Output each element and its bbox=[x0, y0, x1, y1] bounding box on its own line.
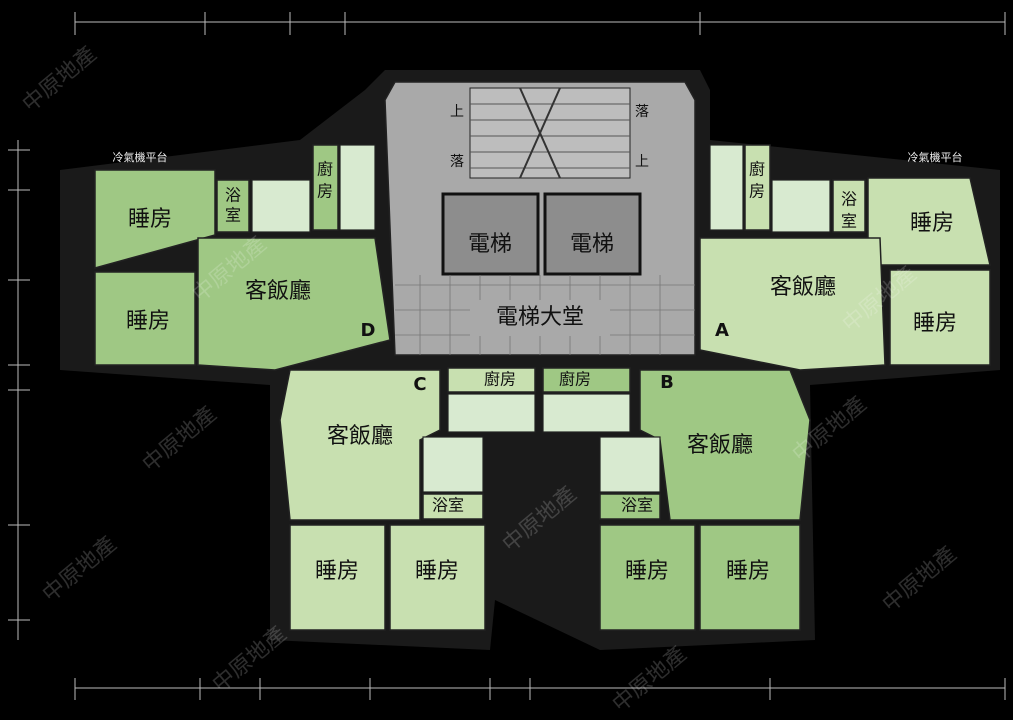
lift-right bbox=[543, 192, 642, 276]
watermark-9: 中原地產 bbox=[608, 642, 691, 718]
unit-a-ac-platform: 冷氣機平台 bbox=[908, 150, 963, 164]
watermark-10: 中原地產 bbox=[208, 622, 291, 698]
unit-b-bedroom-2: 睡房 bbox=[726, 559, 770, 584]
central-core: 上 落 落 上 電梯 電梯 電梯大堂 bbox=[384, 81, 696, 356]
unit-a-living-dining: 客飯廳 bbox=[770, 275, 836, 300]
unit-a-bedroom-1: 睡房 bbox=[910, 211, 954, 236]
unit-c-living-dining: 客飯廳 bbox=[327, 424, 393, 449]
stair-up-label-2: 上 bbox=[635, 154, 649, 170]
unit-d-living-dining: 客飯廳 bbox=[245, 279, 311, 304]
unit-b-living-dining: 客飯廳 bbox=[687, 433, 753, 458]
unit-d-letter: D bbox=[361, 320, 376, 341]
unit-c-bedroom-2: 睡房 bbox=[415, 559, 459, 584]
unit-d-kitchen-top: 廚 bbox=[317, 160, 333, 179]
lift-left bbox=[441, 192, 540, 276]
unit-d: 睡房 睡房 客飯廳 浴 室 廚 房 D 冷氣機平台 bbox=[94, 144, 391, 371]
unit-b-bathroom: 浴室 bbox=[621, 496, 653, 515]
unit-a: 睡房 睡房 客飯廳 浴 室 廚 房 A 冷氣機平台 bbox=[699, 144, 991, 371]
lift-label-right: 電梯 bbox=[570, 232, 614, 257]
unit-a-letter: A bbox=[715, 320, 729, 341]
unit-c-bathroom: 浴室 bbox=[432, 496, 464, 515]
unit-d-ac-platform: 冷氣機平台 bbox=[113, 150, 168, 164]
unit-c-kitchen: 廚房 bbox=[484, 370, 516, 389]
lift-lobby-label: 電梯大堂 bbox=[496, 305, 584, 330]
unit-c: 客飯廳 睡房 睡房 浴室 廚房 C bbox=[279, 367, 536, 631]
unit-d-bedroom-1: 睡房 bbox=[128, 207, 172, 232]
unit-d-bath-bottom: 室 bbox=[225, 206, 241, 225]
unit-a-kitchen-top: 廚 bbox=[749, 160, 765, 179]
unit-b-bedroom-1: 睡房 bbox=[625, 559, 669, 584]
unit-d-bath-top: 浴 bbox=[225, 186, 241, 205]
watermark-6: 中原地產 bbox=[38, 532, 121, 608]
lift-label-left: 電梯 bbox=[468, 232, 512, 257]
unit-b: 客飯廳 睡房 睡房 浴室 廚房 B bbox=[542, 367, 811, 631]
watermark-4: 中原地產 bbox=[138, 402, 221, 478]
unit-d-bedroom-2: 睡房 bbox=[126, 309, 170, 334]
stair-up-label-1: 上 bbox=[450, 104, 464, 120]
watermark-8: 中原地產 bbox=[878, 542, 961, 618]
unit-b-letter: B bbox=[660, 372, 674, 393]
unit-a-bath-top: 浴 bbox=[841, 190, 857, 209]
unit-a-kitchen-bottom: 房 bbox=[749, 182, 765, 201]
unit-b-kitchen: 廚房 bbox=[559, 370, 591, 389]
watermark-1: 中原地產 bbox=[18, 42, 101, 118]
unit-a-bedroom-2: 睡房 bbox=[913, 311, 957, 336]
dimension-lines bbox=[8, 12, 1006, 700]
stair-down-label-1: 落 bbox=[635, 104, 649, 120]
unit-d-kitchen-bottom: 房 bbox=[317, 182, 333, 201]
unit-a-bath-bottom: 室 bbox=[841, 212, 857, 231]
unit-c-bedroom-1: 睡房 bbox=[315, 559, 359, 584]
unit-c-letter: C bbox=[413, 374, 426, 395]
stair-down-label-2: 落 bbox=[450, 154, 464, 170]
